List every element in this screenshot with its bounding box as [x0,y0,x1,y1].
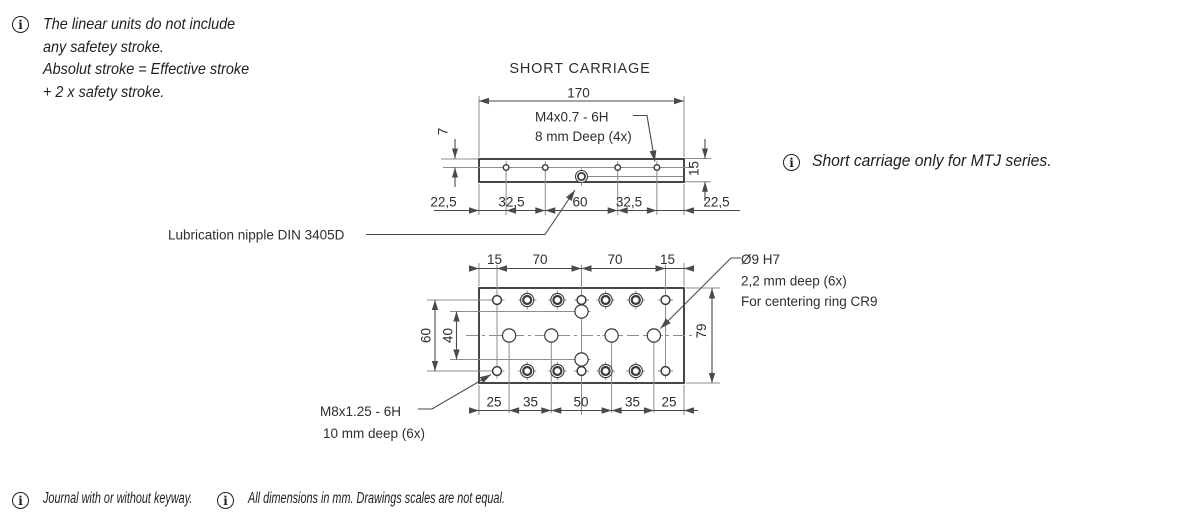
m8-holes [489,292,673,379]
lubrication-leader-line [366,189,576,236]
m4-thread-label-line2: 8 mm Deep (4x) [535,129,632,144]
dim-total-length: 170 [567,86,590,101]
o9-label-line3: For centering ring CR9 [741,294,878,309]
info-icon: i [12,16,29,33]
o9-leader-line [660,257,741,329]
dim-side-height: 15 [687,161,702,176]
dim-top-0: 15 [487,252,502,267]
note-journal: Journal with or without keyway. [43,490,256,508]
top-view-aux-lines [427,263,720,415]
side-view-aux-lines [441,96,711,215]
note-safety-line1: The linear units do not include [43,16,236,33]
m8-label-line1: M8x1.25 - 6H [320,404,401,419]
side-view-arrowheads [452,97,708,214]
dim-side-0: 22,5 [430,195,456,210]
dim-hole-offset: 7 [436,128,451,136]
dim-bottom-2: 50 [573,395,588,410]
dim-plate-width: 79 [694,323,709,338]
dim-top-2: 70 [607,252,622,267]
m8-leader-line [418,374,492,410]
dim-row-spacing: 60 [419,328,434,343]
side-view-holes [502,163,661,184]
dim-center-spacing: 40 [441,328,456,343]
dim-bottom-1: 35 [523,395,538,410]
m4-leader-line [633,114,657,162]
note-mtj-text: Short carriage only for MTJ series. [812,152,1052,170]
dim-side-4: 22,5 [703,195,729,210]
m4-thread-label-line1: M4x0.7 - 6H [535,110,609,125]
top-view-arrowheads [431,265,716,414]
info-icon: i [12,492,29,509]
o9-label-line1: Ø9 H7 [741,252,780,267]
dim-top-1: 70 [532,252,547,267]
dim-top-3: 15 [660,252,675,267]
dim-side-2: 60 [572,195,587,210]
dim-side-3: 32,5 [616,195,642,210]
side-view: SHORT CARRIAGE [168,61,740,243]
note-safety-line2: any safetey stroke. [43,38,164,56]
dim-bottom-3: 35 [625,395,640,410]
dim-bottom-4: 25 [661,395,676,410]
note-all-dimensions: All dimensions in mm. Drawings scales ar… [248,490,615,508]
info-icon: i [783,154,800,171]
centering-holes [500,304,663,367]
counterbore-holes [518,290,645,381]
lubrication-nipple [574,169,589,184]
lubrication-nipple-label: Lubrication nipple DIN 3405D [168,228,345,243]
note-safety-stroke: The linear units do not include any safe… [43,14,272,104]
info-icon: i [217,492,234,509]
note-mtj-series: Short carriage only for MTJ series. [812,152,1064,171]
top-view: 15 70 70 15 60 40 79 25 35 50 35 25 Ø9 H… [320,252,878,441]
dim-bottom-0: 25 [486,395,501,410]
dim-side-1: 32,5 [498,195,524,210]
note-journal-text: Journal with or without keyway. [43,490,193,507]
m8-label-line2: 10 mm deep (6x) [323,426,425,441]
note-safety-line3: Absolut stroke = Effective stroke [43,61,250,78]
note-all-dimensions-text: All dimensions in mm. Drawings scales ar… [248,490,505,507]
side-view-title: SHORT CARRIAGE [509,61,650,77]
top-view-dimension-lines [434,267,713,412]
o9-label-line2: 2,2 mm deep (6x) [741,274,847,289]
note-safety-line4: + 2 x safety stroke. [43,83,165,101]
